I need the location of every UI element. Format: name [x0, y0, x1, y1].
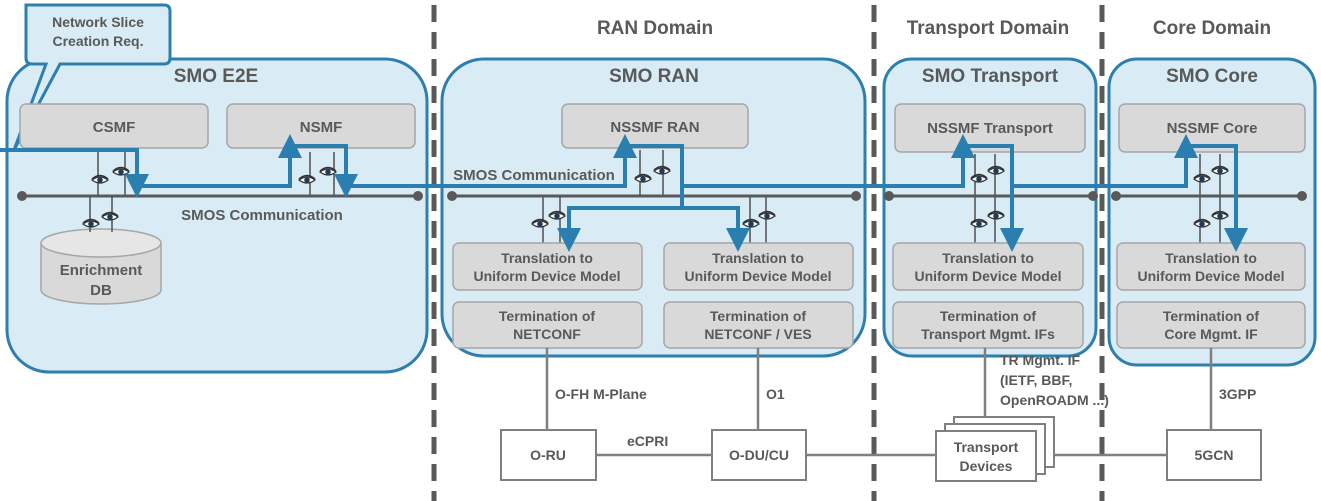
translation-box-core	[1116, 242, 1306, 291]
csmf-label: CSMF	[93, 119, 136, 136]
nssmf-transport-label: NSSMF Transport	[927, 120, 1053, 137]
ran-domain-title: RAN Domain	[597, 18, 713, 39]
eye-icon	[1211, 165, 1229, 175]
termination-transport-line1: Termination of	[940, 308, 1037, 324]
termination-transport-line2: Transport Mgmt. IFs	[921, 326, 1055, 342]
enrichment-db: Enrichment DB	[40, 228, 162, 305]
oducu-device	[711, 429, 807, 481]
translation-ran-right-line2: Uniform Device Model	[684, 268, 831, 284]
request-flow	[0, 134, 1248, 252]
ecpri-label: eCPRI	[627, 433, 668, 449]
o1-label: O1	[766, 386, 785, 402]
nsmf-label: NSMF	[300, 119, 343, 136]
bus-endpoints	[17, 191, 1307, 201]
smos-communication-e2e-label: SMOS Communication	[181, 207, 343, 224]
nssmf-core-label: NSSMF Core	[1167, 120, 1258, 137]
network-slice-callout: Network Slice Creation Req.	[12, 3, 172, 151]
eye-icon	[758, 210, 776, 220]
smo-core-title: SMO Core	[1166, 66, 1258, 87]
eye-icon	[970, 218, 988, 228]
nssmf-transport-box	[894, 103, 1086, 153]
oru-device	[500, 429, 597, 481]
translation-box-transport	[892, 242, 1084, 291]
tr-mgmt-label-line1: TR Mgmt. IF	[1000, 352, 1081, 368]
eye-icon	[112, 166, 130, 176]
eye-icon	[634, 173, 652, 183]
tr-mgmt-label-line2: (IETF, BBF,	[1000, 372, 1072, 388]
eye-icon	[1211, 210, 1229, 220]
eye-icon	[970, 173, 988, 183]
translation-ran-right-line1: Translation to	[712, 250, 804, 266]
termination-ran-right-line1: Termination of	[710, 308, 807, 324]
eye-icon	[742, 218, 760, 228]
transport-devices-label-line1: Transport	[954, 439, 1019, 455]
translation-box-ran-right	[663, 242, 854, 291]
device-links	[545, 348, 1213, 457]
smo-transport-title: SMO Transport	[922, 66, 1059, 87]
eye-icon	[91, 174, 109, 184]
termination-ran-right-line2: NETCONF / VES	[704, 326, 811, 342]
eye-icon	[987, 210, 1005, 220]
core-device	[1166, 429, 1262, 481]
translation-core-line2: Uniform Device Model	[1137, 268, 1284, 284]
eye-icon	[319, 166, 337, 176]
ofh-mplane-label: O-FH M-Plane	[555, 386, 647, 402]
translation-core-line1: Translation to	[1165, 250, 1257, 266]
eye-icon	[101, 211, 119, 221]
transport-domain-title: Transport Domain	[907, 18, 1070, 39]
translation-ran-left-line2: Uniform Device Model	[473, 268, 620, 284]
termination-ran-left-line1: Termination of	[499, 308, 596, 324]
smo-e2e-title: SMO E2E	[174, 66, 258, 87]
termination-ran-left-line2: NETCONF	[513, 326, 581, 342]
eye-icon	[1193, 218, 1211, 228]
translation-transport-line1: Translation to	[942, 250, 1034, 266]
oru-label: O-RU	[530, 447, 566, 463]
translation-box-ran-left	[452, 242, 643, 291]
5gcn-label: 5GCN	[1195, 447, 1234, 463]
callout-line1: Network Slice	[52, 14, 144, 30]
eye-icon	[653, 165, 671, 175]
eye-icon	[531, 218, 549, 228]
transport-device-front	[935, 430, 1037, 482]
domain-separators	[431, 5, 1105, 501]
termination-core-line2: Core Mgmt. IF	[1164, 326, 1258, 342]
eye-icon	[82, 218, 100, 228]
termination-core-line1: Termination of	[1163, 308, 1260, 324]
3gpp-label: 3GPP	[1219, 386, 1256, 402]
translation-transport-line2: Uniform Device Model	[914, 268, 1061, 284]
callout-line2: Creation Req.	[52, 33, 143, 49]
smos-communication-ran-label: SMOS Communication	[453, 167, 615, 184]
db-label-line2: DB	[90, 282, 112, 299]
eye-icon	[987, 165, 1005, 175]
eye-icon	[1193, 173, 1211, 183]
eye-icon	[298, 174, 316, 184]
db-label-line1: Enrichment	[60, 262, 143, 279]
smo-ran-title: SMO RAN	[609, 66, 699, 87]
translation-ran-left-line1: Translation to	[501, 250, 593, 266]
nssmf-ran-label: NSSMF RAN	[610, 119, 699, 136]
tr-mgmt-label-line3: OpenROADM ...)	[1000, 392, 1109, 408]
transport-devices-label-line2: Devices	[960, 458, 1013, 474]
nssmf-core-box	[1118, 103, 1306, 153]
oducu-label: O-DU/CU	[729, 447, 789, 463]
eye-icon	[548, 210, 566, 220]
termination-box-transport	[892, 301, 1084, 349]
core-domain-title: Core Domain	[1153, 18, 1271, 39]
